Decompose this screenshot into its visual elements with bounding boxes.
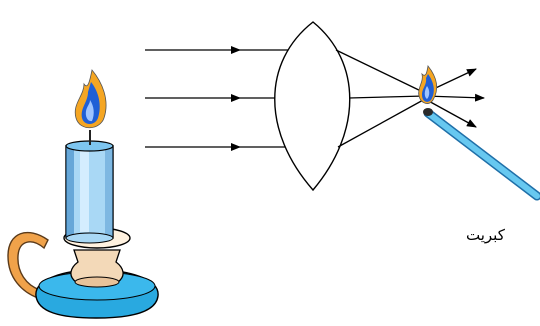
refracted-top [335, 49, 426, 94]
lens-icon [274, 21, 351, 192]
refracted-middle [348, 95, 426, 99]
matchstick-icon [423, 108, 540, 201]
refracted-bottom [337, 98, 426, 148]
refracted-rays [335, 49, 485, 148]
flame-icon [418, 65, 438, 104]
incoming-rays [145, 46, 300, 151]
candle-flame-icon [74, 69, 107, 129]
diverging-bottom [424, 98, 477, 128]
match-label: کبریت [466, 226, 505, 244]
candle-icon [7, 130, 159, 319]
